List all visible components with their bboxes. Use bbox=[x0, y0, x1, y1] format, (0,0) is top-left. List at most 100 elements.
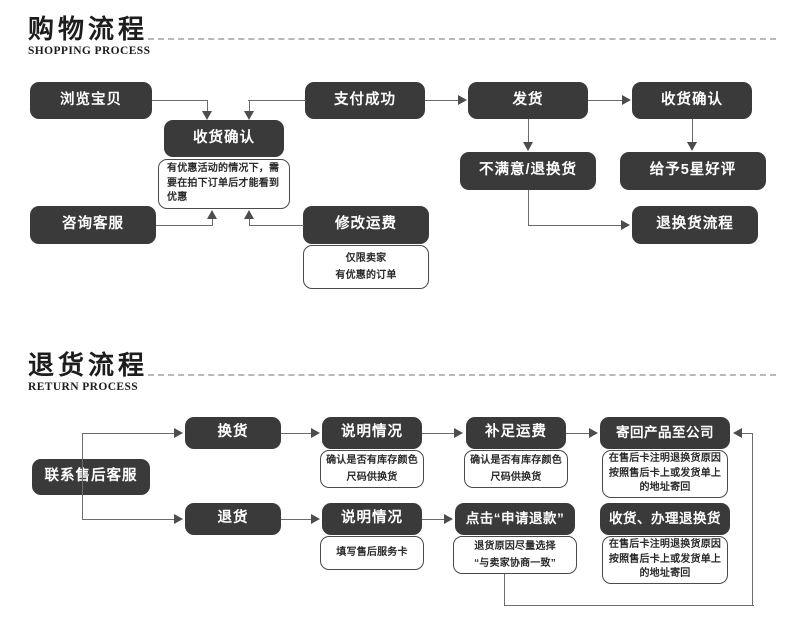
node-return-flow[interactable]: 退换货流程 bbox=[632, 206, 758, 244]
connector-browse-drop bbox=[207, 100, 208, 112]
return-title-cn: 退货流程 bbox=[28, 350, 149, 380]
node-ship-label: 发货 bbox=[512, 91, 544, 108]
note-receive-process-text: 在售后卡注明退换货原因 按照售后卡上或发货单上 的地址寄回 bbox=[608, 539, 722, 580]
node-five-star[interactable]: 给予5星好评 bbox=[620, 152, 766, 190]
connector-consult-rise bbox=[212, 219, 213, 226]
connector-contact-branch bbox=[82, 433, 83, 520]
arrow-consult-to-note bbox=[207, 210, 217, 219]
node-apply-refund-label: 点击“申请退款” bbox=[465, 510, 565, 526]
node-exchange[interactable]: 换货 bbox=[185, 417, 281, 449]
arrow-explain-to-freight bbox=[454, 428, 463, 438]
note-promo-text: 有优惠活动的情况下，需要在拍下订单后才能看到优惠 bbox=[167, 163, 280, 204]
node-confirm-receipt-label: 收货确认 bbox=[193, 129, 255, 146]
note-receive-process: 在售后卡注明退换货原因 按照售后卡上或发货单上 的地址寄回 bbox=[602, 536, 728, 584]
arrow-contact-to-refund bbox=[174, 514, 183, 524]
connector-loop-rise bbox=[752, 433, 753, 606]
connector-contact-to-exchange bbox=[82, 433, 174, 434]
connector-consult-to-note bbox=[156, 225, 213, 226]
note-promo: 有优惠活动的情况下，需要在拍下订单后才能看到优惠 bbox=[158, 159, 290, 209]
node-pay-success-label: 支付成功 bbox=[334, 91, 396, 108]
node-contact-service[interactable]: 联系售后客服 bbox=[32, 459, 150, 495]
connector-unsatisfied-to-returnflow bbox=[528, 225, 621, 226]
node-exchange-label: 换货 bbox=[217, 424, 249, 441]
connector-loop-drop bbox=[504, 574, 505, 606]
arrow-ship-to-confirm2 bbox=[622, 95, 631, 105]
node-explain-bottom[interactable]: 说明情况 bbox=[322, 503, 422, 535]
node-browse[interactable]: 浏览宝贝 bbox=[30, 82, 152, 119]
node-consult-service-label: 咨询客服 bbox=[62, 216, 124, 233]
note-refund-reason-text: 退货原因尽量选择 “与卖家协商一致” bbox=[474, 541, 556, 569]
connector-browse-to-confirm bbox=[152, 100, 208, 101]
arrow-pay-to-ship bbox=[458, 95, 467, 105]
shopping-title-en: SHOPPING PROCESS bbox=[28, 45, 151, 57]
node-refund-label: 退货 bbox=[217, 510, 249, 527]
note-stock-check-mid-text: 确认是否有库存颜色 尺码供换货 bbox=[470, 455, 562, 483]
node-ship[interactable]: 发货 bbox=[468, 82, 588, 119]
return-title-en: RETURN PROCESS bbox=[28, 381, 139, 393]
shopping-section-header: 购物流程 SHOPPING PROCESS bbox=[28, 14, 150, 58]
arrow-refund-to-explain bbox=[311, 514, 320, 524]
node-confirm-receipt[interactable]: 收货确认 bbox=[164, 120, 284, 157]
arrow-browse-to-confirm bbox=[202, 111, 212, 120]
arrow-contact-to-exchange bbox=[174, 428, 183, 438]
node-pay-freight-label: 补足运费 bbox=[485, 424, 547, 441]
note-service-card: 填写售后服务卡 bbox=[320, 536, 424, 570]
node-receive-process-label: 收货、办理退换货 bbox=[609, 510, 721, 526]
note-stock-check-top-text: 确认是否有库存颜色 尺码供换货 bbox=[326, 455, 418, 483]
arrow-ship-to-unsatisfied bbox=[523, 142, 533, 151]
connector-ship-to-confirm2 bbox=[588, 100, 622, 101]
connector-exchange-to-explain bbox=[281, 433, 311, 434]
connector-freight-rise bbox=[249, 219, 250, 226]
connector-pay-drop bbox=[249, 100, 250, 112]
node-five-star-label: 给予5星好评 bbox=[649, 162, 737, 179]
note-stock-check-mid: 确认是否有库存颜色 尺码供换货 bbox=[464, 450, 568, 488]
node-unsatisfied-label: 不满意/退换货 bbox=[478, 162, 578, 179]
node-consult-service[interactable]: 咨询客服 bbox=[30, 206, 156, 244]
arrow-pay-to-confirm bbox=[244, 111, 254, 120]
note-stock-check-top: 确认是否有库存颜色 尺码供换货 bbox=[320, 450, 424, 488]
return-section-header: 退货流程 RETURN PROCESS bbox=[28, 350, 148, 394]
connector-pay-to-ship bbox=[425, 100, 459, 101]
shopping-header-rule bbox=[148, 38, 776, 40]
node-confirm-receipt-2[interactable]: 收货确认 bbox=[632, 82, 752, 119]
arrow-exchange-to-explain bbox=[311, 428, 320, 438]
node-return-flow-label: 退换货流程 bbox=[656, 216, 734, 233]
node-explain-bottom-label: 说明情况 bbox=[341, 510, 403, 527]
node-pay-success[interactable]: 支付成功 bbox=[305, 82, 425, 119]
node-send-back-label: 寄回产品至公司 bbox=[616, 424, 714, 440]
connector-ship-to-unsatisfied bbox=[528, 119, 529, 143]
connector-pay-to-confirm bbox=[248, 100, 306, 101]
connector-loop-bottom bbox=[504, 605, 754, 606]
node-send-back[interactable]: 寄回产品至公司 bbox=[600, 417, 730, 449]
node-receive-process[interactable]: 收货、办理退换货 bbox=[600, 503, 730, 535]
node-apply-refund[interactable]: 点击“申请退款” bbox=[455, 503, 575, 535]
arrow-loop-into-sendback bbox=[733, 428, 742, 438]
arrow-confirm2-to-fivestar bbox=[687, 142, 697, 151]
connector-confirm2-to-fivestar bbox=[692, 119, 693, 143]
node-modify-freight-label: 修改运费 bbox=[335, 216, 397, 233]
return-header-rule bbox=[148, 374, 776, 376]
note-seller-only-text: 仅限卖家 有优惠的订单 bbox=[335, 253, 397, 281]
connector-freight-to-sendback bbox=[566, 433, 590, 434]
note-refund-reason: 退货原因尽量选择 “与卖家协商一致” bbox=[453, 536, 577, 574]
note-seller-only: 仅限卖家 有优惠的订单 bbox=[303, 245, 429, 289]
node-modify-freight[interactable]: 修改运费 bbox=[303, 206, 429, 244]
connector-unsatisfied-drop bbox=[528, 190, 529, 225]
arrow-freight-to-sendback bbox=[589, 428, 598, 438]
node-explain-top[interactable]: 说明情况 bbox=[322, 417, 422, 449]
note-send-back: 在售后卡注明退换货原因 按照售后卡上或发货单上 的地址寄回 bbox=[602, 450, 728, 498]
arrow-explain-to-applyrefund bbox=[444, 514, 453, 524]
note-send-back-text: 在售后卡注明退换货原因 按照售后卡上或发货单上 的地址寄回 bbox=[608, 453, 722, 494]
shopping-title-cn: 购物流程 bbox=[28, 14, 149, 44]
connector-refund-to-explain bbox=[281, 519, 311, 520]
connector-loop-into-sendback bbox=[742, 433, 753, 434]
node-unsatisfied[interactable]: 不满意/退换货 bbox=[460, 152, 596, 190]
connector-explain-to-freight bbox=[422, 433, 454, 434]
arrow-unsatisfied-to-returnflow bbox=[621, 220, 630, 230]
node-pay-freight[interactable]: 补足运费 bbox=[466, 417, 566, 449]
node-browse-label: 浏览宝贝 bbox=[60, 91, 122, 108]
node-refund[interactable]: 退货 bbox=[185, 503, 281, 535]
arrow-freight-to-note bbox=[244, 210, 254, 219]
connector-freight-to-note bbox=[249, 225, 304, 226]
